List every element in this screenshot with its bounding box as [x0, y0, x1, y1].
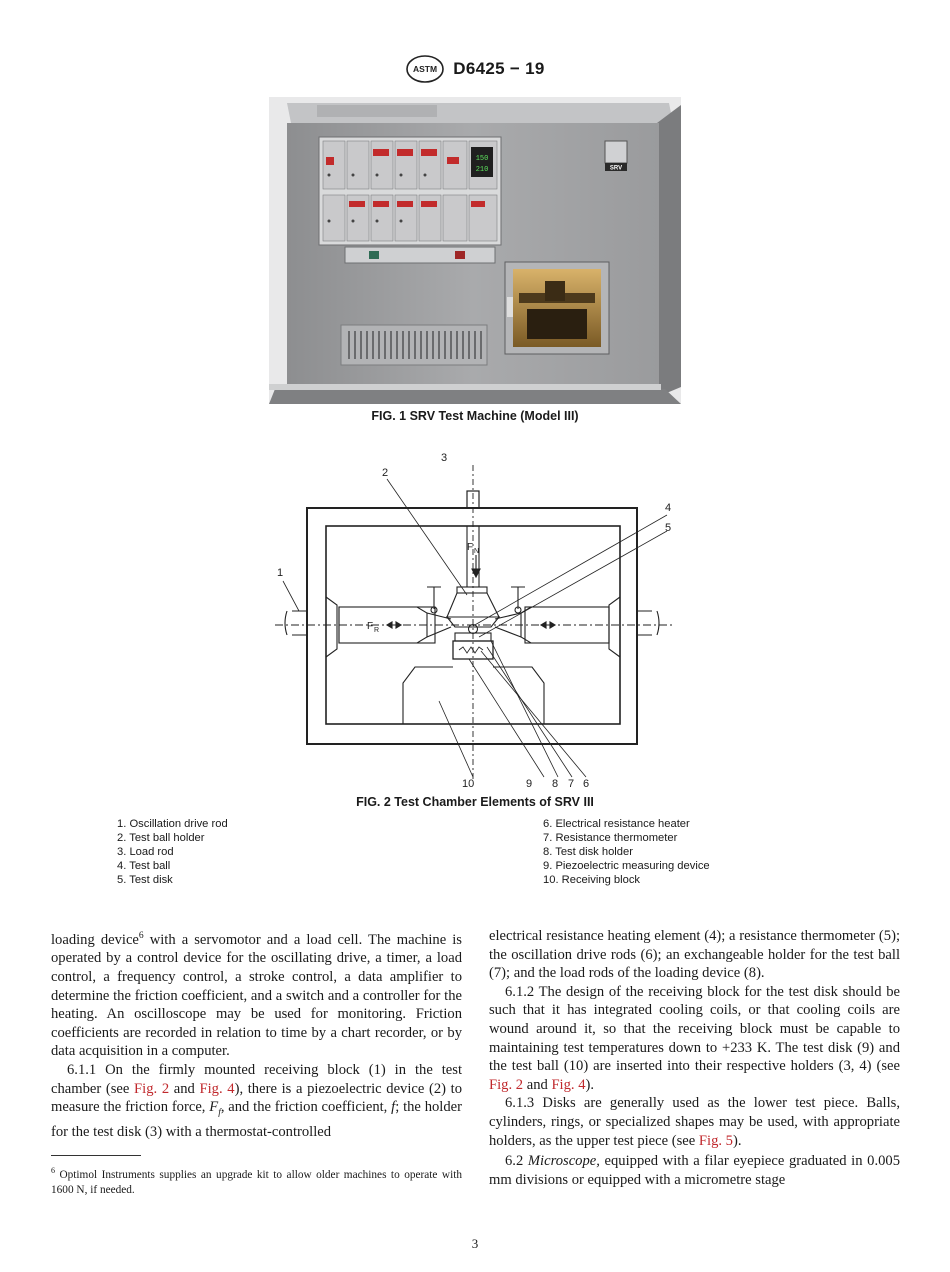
- left-column: loading device6 with a servomotor and a …: [51, 927, 462, 1141]
- legend-item: 6. Electrical resistance heater: [543, 818, 690, 830]
- legend-item: 10. Receiving block: [543, 874, 641, 886]
- callout-8: 8: [552, 778, 558, 790]
- legend-item: 5. Test disk: [117, 874, 173, 886]
- page-number: 3: [471, 1236, 479, 1251]
- paragraph-6-1-2: 6.1.2 The design of the receiving block …: [489, 983, 900, 1093]
- callout-5: 5: [665, 522, 671, 534]
- callout-7: 7: [568, 778, 574, 790]
- display-reading-1: 150: [476, 155, 489, 163]
- legend-item: 9. Piezoelectric measuring device: [543, 860, 710, 872]
- callout-2: 2: [382, 467, 388, 479]
- paragraph-6-2: 6.2 Microscope, equipped with a filar ey…: [489, 1153, 901, 1188]
- right-column: electrical resistance heating element (4…: [489, 927, 900, 1189]
- force-normal-subscript: N: [474, 548, 479, 555]
- test-chamber-diagram: 1 2 3 4 5 6 7 8 9 10 F N F R: [275, 452, 675, 790]
- legend-item: 4. Test ball: [117, 860, 171, 872]
- page-header: ASTM D6425 − 19: [0, 52, 950, 86]
- paragraph-6-1-3: 6.1.3 Disks are generally used as the lo…: [489, 1095, 900, 1149]
- astm-logo-icon: ASTM: [406, 55, 445, 83]
- srv-machine-photo: 150 210 SRV: [269, 97, 681, 404]
- footnote: 6 Optimol Instruments supplies an upgrad…: [51, 1166, 462, 1196]
- fig5-link[interactable]: Fig. 5: [698, 1132, 733, 1149]
- callout-6: 6: [583, 778, 589, 790]
- legend-item: 1. Oscillation drive rod: [117, 818, 228, 830]
- footnote-ref[interactable]: 6: [138, 931, 144, 941]
- paragraph-continued: electrical resistance heating element (4…: [489, 928, 900, 982]
- fig2-link[interactable]: Fig. 2: [134, 1080, 170, 1097]
- callout-10: 10: [462, 778, 474, 790]
- force-normal-label: F: [467, 542, 473, 553]
- machine-badge: SRV: [610, 166, 622, 172]
- fig4-link[interactable]: Fig. 4: [551, 1076, 586, 1093]
- figure2-caption: FIG. 2 Test Chamber Elements of SRV III: [356, 795, 594, 809]
- force-friction-subscript: R: [374, 627, 379, 634]
- display-reading-2: 210: [476, 166, 489, 174]
- legend-item: 2. Test ball holder: [117, 832, 205, 844]
- callout-3: 3: [441, 452, 447, 464]
- fig4-link[interactable]: Fig. 4: [199, 1080, 235, 1097]
- astm-logo-text: ASTM: [413, 64, 437, 74]
- paragraph-loading-device: loading device6 with a servomotor and a …: [51, 931, 462, 1060]
- callout-9: 9: [526, 778, 532, 790]
- figure1-caption: FIG. 1 SRV Test Machine (Model III): [371, 409, 579, 423]
- legend-left: 1. Oscillation drive rod 2. Test ball ho…: [117, 817, 228, 887]
- force-friction-label: F: [367, 621, 373, 632]
- legend-item: 7. Resistance thermometer: [543, 832, 678, 844]
- callout-1: 1: [277, 567, 283, 579]
- legend-item: 8. Test disk holder: [543, 846, 633, 858]
- paragraph-6-1-1: 6.1.1 On the firmly mounted receiving bl…: [51, 1062, 463, 1140]
- fig2-link[interactable]: Fig. 2: [489, 1076, 524, 1093]
- callout-4: 4: [665, 502, 671, 514]
- footnote-rule: [51, 1155, 141, 1156]
- legend-right: 6. Electrical resistance heater 7. Resis…: [543, 817, 710, 887]
- legend-item: 3. Load rod: [117, 846, 174, 858]
- standard-designation: D6425 − 19: [453, 59, 545, 78]
